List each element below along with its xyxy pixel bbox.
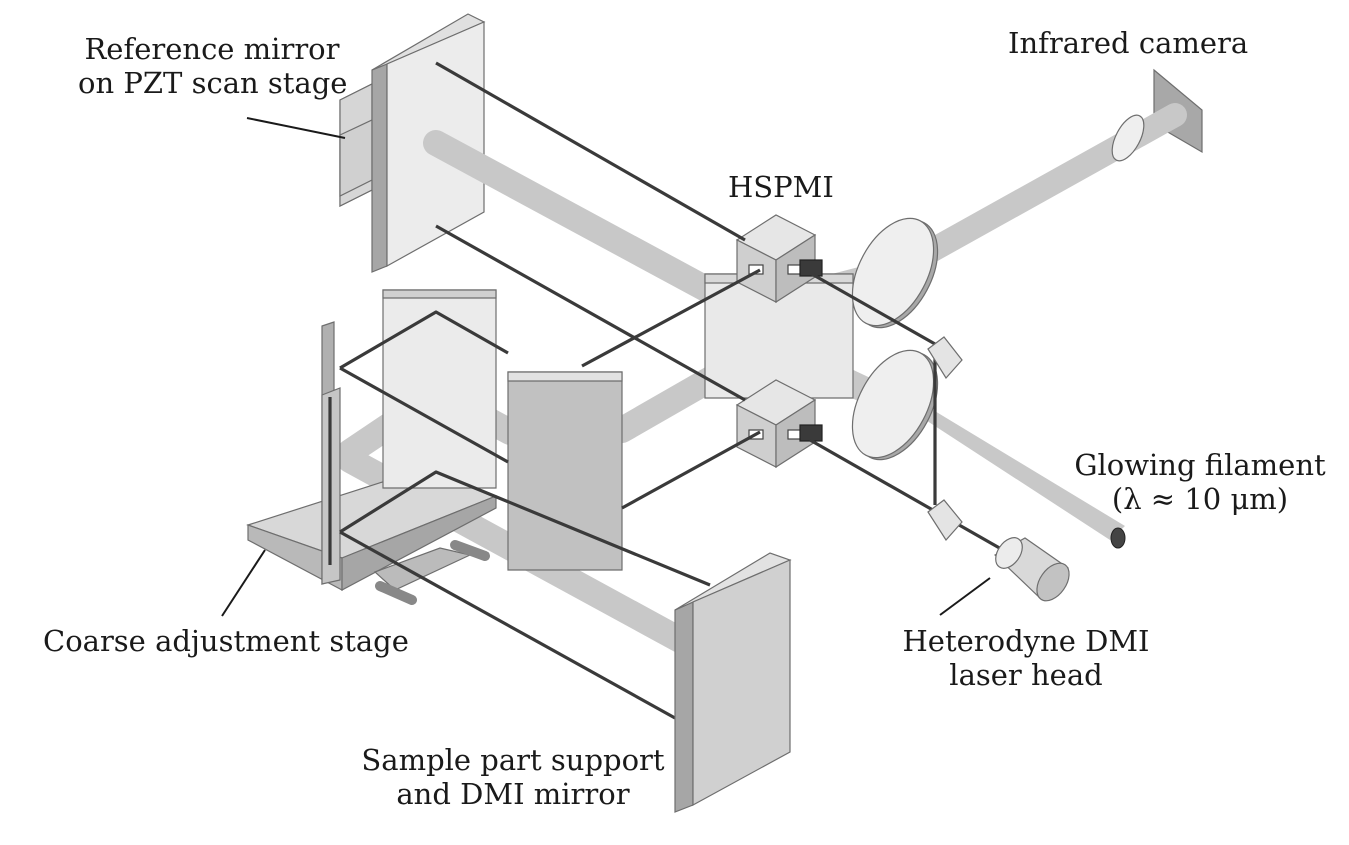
glowing-filament-label: Glowing filament (λ ≈ 10 μm) [1068,448,1332,516]
reference-mirror-label-line2: on PZT scan stage [78,66,348,100]
reference-mirror-label-line1: Reference mirror [84,32,340,66]
glowing-filament-label-line2: (λ ≈ 10 μm) [1111,482,1289,516]
sample-support-mirror [674,552,792,813]
heterodyne-label-line2: laser head [949,658,1103,692]
infrared-camera-label: Infrared camera [1008,26,1249,60]
hspmi-block [704,214,854,469]
heterodyne-laser-head [994,537,1070,602]
glowing-filament [1110,527,1126,549]
sample-support-label: Sample part support and DMI mirror [360,743,666,811]
glowing-filament-label-line1: Glowing filament [1074,448,1326,482]
leader-lines [221,117,991,617]
lenses [851,114,1145,461]
heterodyne-label-line1: Heterodyne DMI [902,624,1150,658]
sample-support-label-line2: and DMI mirror [396,777,630,811]
heterodyne-label: Heterodyne DMI laser head [893,624,1159,692]
sample-holder-front-plate [507,371,623,571]
sample-support-label-line1: Sample part support [361,743,665,777]
sample-holder-back-plate [382,289,497,489]
coarse-adjustment-stage [246,321,498,605]
fold-mirrors [927,336,963,541]
reference-mirror-label: Reference mirror on PZT scan stage [78,32,348,100]
coarse-stage-label: Coarse adjustment stage [43,624,409,658]
hspmi-label: HSPMI [728,170,834,204]
